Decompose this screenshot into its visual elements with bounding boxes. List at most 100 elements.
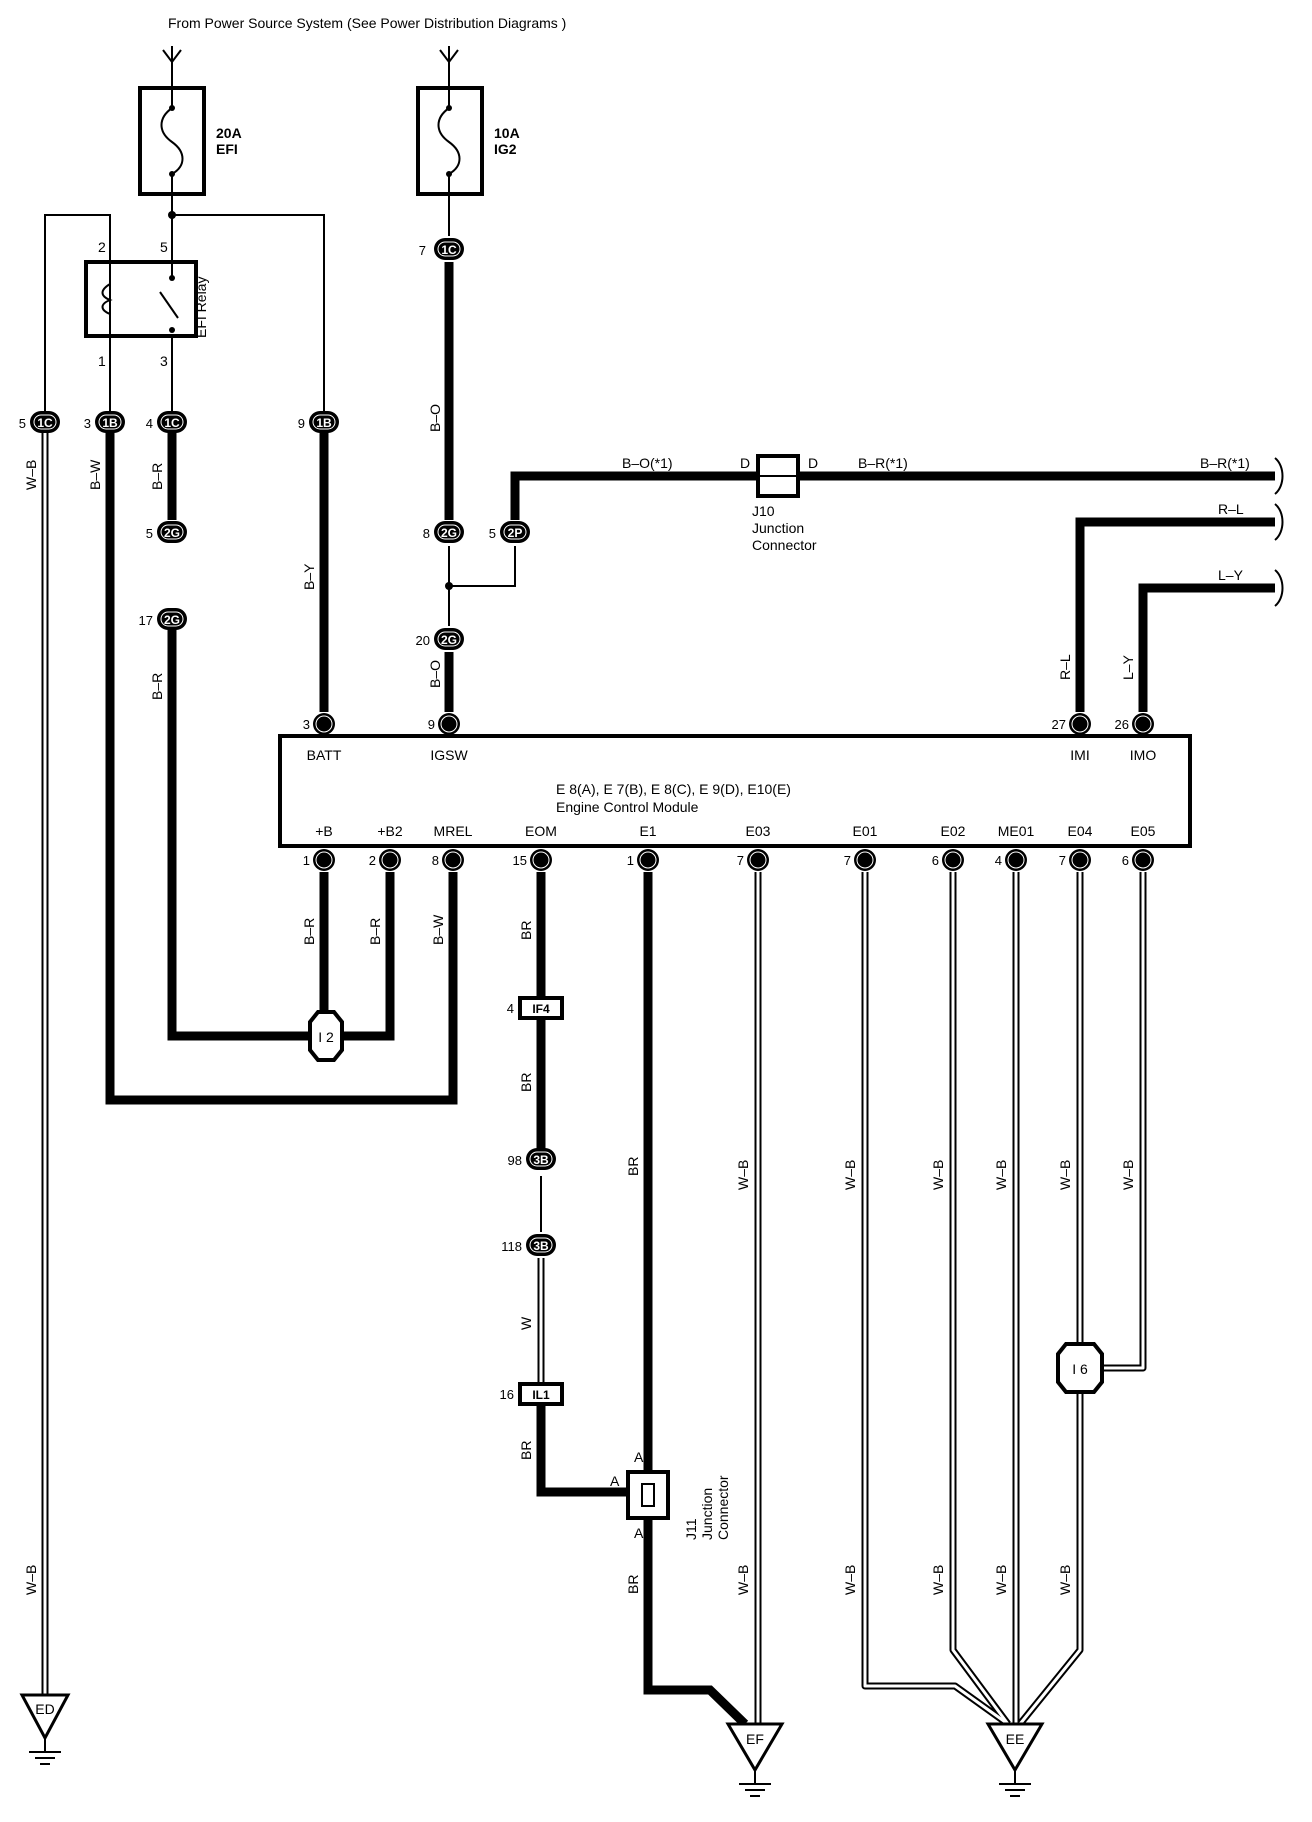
- relay-coil-icon: [101, 283, 113, 315]
- wire-label: W–B: [930, 1160, 946, 1190]
- j10-line1: Junction: [752, 520, 804, 536]
- wb-ground-wires: [754, 872, 1147, 1727]
- wire-label: B–W: [430, 914, 446, 945]
- ecm-pin-letter: A: [449, 854, 458, 868]
- svg-text:2G: 2G: [164, 613, 180, 627]
- wire-label: B–O(*1): [622, 455, 673, 471]
- efi-splice-dot: [168, 211, 176, 219]
- fuse-ig2-name: IG2: [494, 141, 517, 157]
- pin-num: 17: [139, 613, 153, 628]
- ecm-pin-number: 2: [369, 853, 376, 868]
- connector-il1: IL1: [518, 1382, 564, 1406]
- wire-label: W–B: [993, 1565, 1009, 1595]
- ecm-pin-letter: A: [320, 718, 329, 732]
- ecm-pin-number: 15: [513, 853, 527, 868]
- j11-line2: Connector: [715, 1475, 731, 1540]
- svg-text:1C: 1C: [37, 416, 53, 430]
- connector-if4: IF4: [518, 996, 564, 1020]
- connector-1c-pin7: 1C: [434, 238, 464, 260]
- wire-rl-imi: [1075, 517, 1275, 712]
- svg-text:EF: EF: [746, 1731, 764, 1747]
- wire-label: B–R(*1): [858, 455, 908, 471]
- svg-text:ED: ED: [35, 1701, 54, 1717]
- svg-text:EE: EE: [1006, 1731, 1025, 1747]
- ecm-pin-letter: E: [949, 854, 957, 868]
- wire-label: W–B: [930, 1565, 946, 1595]
- supply-arrow-efi: [162, 46, 182, 88]
- pin-num: 16: [500, 1387, 514, 1402]
- splice-i2: I 2: [308, 1010, 344, 1062]
- pin-num: 4: [146, 416, 153, 431]
- pin-num: 118: [501, 1239, 522, 1254]
- ecm-pin-number: 27: [1052, 717, 1066, 732]
- j10-id: J10: [752, 503, 775, 519]
- ecm-pin-letter: C: [1012, 854, 1021, 868]
- wire-br-i2: [167, 619, 308, 1041]
- fuse-efi-rating: 20A: [216, 125, 242, 141]
- pin-num: 5: [146, 526, 153, 541]
- ecm-pin-name: MREL: [434, 823, 473, 839]
- ecm-pin-number: 26: [1115, 717, 1129, 732]
- ecm-pin-bottom-1: A2+B2: [369, 823, 403, 871]
- ecm-pin-letter: A: [320, 854, 329, 868]
- ecm-pin-letter: A: [537, 854, 546, 868]
- wire-label: BR: [625, 1575, 641, 1594]
- j11-pin-a-bottom: A: [634, 1525, 644, 1541]
- j11-pin-a-left: A: [610, 1473, 620, 1489]
- source-note: From Power Source System (See Power Dist…: [168, 15, 566, 31]
- svg-text:2G: 2G: [441, 526, 457, 540]
- wire-br-plus-b2: [340, 872, 395, 1041]
- ecm-pin-letter: D: [1139, 854, 1148, 868]
- ecm-pin-name: E03: [746, 823, 771, 839]
- connector-1c-pin5: 1C: [30, 411, 60, 433]
- ecm-pin-letter: A: [386, 854, 395, 868]
- wire-label: W: [518, 1316, 534, 1330]
- pin-num: 4: [507, 1001, 514, 1016]
- wire-label: W–B: [735, 1160, 751, 1190]
- ecm-pin-letter: B: [1139, 718, 1148, 732]
- wire-label: W–B: [993, 1160, 1009, 1190]
- connector-2g-pin17: 2G: [157, 608, 187, 630]
- wire-label: W–B: [735, 1565, 751, 1595]
- connector-1b-pin9: 1B: [309, 411, 339, 433]
- wire-bw-mrel: [105, 432, 458, 1105]
- ecm-bottom-pins: A1+BA2+B2A8MRELA15EOMC1E1C7E03E7E01E6E02…: [303, 823, 1156, 871]
- ecm-pin-number: 1: [627, 853, 634, 868]
- ecm-pin-number: 6: [1122, 853, 1129, 868]
- svg-text:1B: 1B: [316, 416, 332, 430]
- wire-label: BR: [518, 1441, 534, 1460]
- wire-label: W–B: [23, 1565, 39, 1595]
- pin-num: 5: [19, 416, 26, 431]
- ecm-pin-letter: B: [1076, 718, 1085, 732]
- svg-text:2G: 2G: [164, 526, 180, 540]
- relay-pin-2: 2: [98, 239, 106, 255]
- wire-label: W–B: [23, 460, 39, 490]
- ecm-pin-name: +B: [315, 823, 333, 839]
- wire-label: B–R(*1): [1200, 455, 1250, 471]
- wire-label: W–B: [842, 1565, 858, 1595]
- ecm-pin-name: +B2: [377, 823, 403, 839]
- wire-br-e1-low: [643, 1518, 749, 1728]
- wire-label: BR: [625, 1157, 641, 1176]
- ecm-title-line2: Engine Control Module: [556, 799, 699, 815]
- pin-num: 5: [489, 526, 496, 541]
- connector-2p-pin5: 2P: [500, 521, 530, 543]
- relay-pin-5: 5: [160, 239, 168, 255]
- ground-ed: ED: [19, 1693, 71, 1765]
- ecm-pin-number: 1: [303, 853, 310, 868]
- wire-label: B–O: [427, 404, 443, 432]
- wire-label: B–R: [367, 918, 383, 945]
- fuse-ig2: [416, 86, 484, 196]
- ecm-pin-letter: C: [754, 854, 763, 868]
- ecm-pin-name: E02: [941, 823, 966, 839]
- connector-2g-pin5: 2G: [157, 521, 187, 543]
